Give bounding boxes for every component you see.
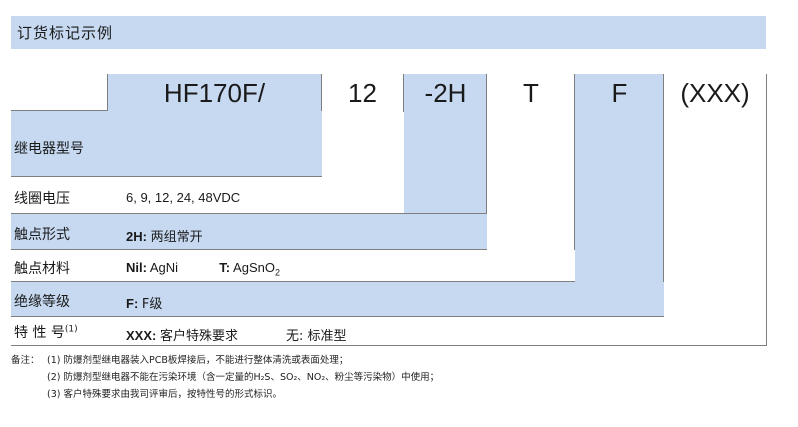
code-material: T [523, 77, 539, 108]
block-insulation [575, 74, 664, 317]
label-coil-voltage: 线圈电压 [14, 191, 70, 207]
section-title: 订货标记示例 [17, 24, 114, 42]
label-special: 特 性 号(1) [14, 322, 78, 342]
value-special: XXX: 客户特殊要求 [126, 325, 238, 344]
row-coil-voltage-band [11, 177, 404, 214]
value-insulation: F: F级 [126, 293, 162, 312]
special-alt: 无: 标准型 [286, 329, 347, 344]
label-insulation: 绝缘等级 [14, 294, 70, 310]
top-left-rule [11, 110, 107, 111]
row-relay-type-band [11, 111, 322, 177]
note-1: (1) 防爆剂型继电器装入PCB板焊接后，不能进行整体清洗或表面处理； [47, 355, 349, 366]
code-contact: -2H [424, 77, 467, 108]
insulation-desc: F级 [141, 297, 163, 312]
special-key: XXX: [126, 328, 157, 343]
code-voltage: 12 [322, 74, 404, 112]
insulation-key: F: [126, 296, 139, 311]
contact-form-desc: 两组常开 [150, 230, 203, 245]
row-insulation-band [11, 282, 664, 317]
label-contact-form: 触点形式 [14, 227, 70, 243]
row-contact-material-band [11, 250, 575, 282]
material-opt1-val: AgNi [149, 260, 179, 275]
code-special: (XXX) [680, 77, 750, 108]
value-contact-material: Nil: AgNi T: AgSnO2 [126, 260, 280, 278]
label-relay-type: 继电器型号 [14, 141, 84, 157]
note-2: (2) 防爆剂型继电器不能在污染环境（含一定量的H₂S、SO₂、NO₂、粉尘等污… [47, 372, 440, 383]
section-header: 订货标记示例 [11, 16, 766, 49]
frame-right [766, 74, 767, 346]
note-3: (3) 客户特殊要求由我司评审后，按特性号的形式标识。 [47, 389, 282, 400]
value-contact-form: 2H: 两组常开 [126, 226, 203, 245]
notes-prefix: 备注： [11, 355, 40, 366]
material-opt2-sub: 2 [274, 267, 280, 278]
label-contact-material: 触点材料 [14, 261, 70, 277]
block-contact-material [487, 74, 575, 282]
row-contact-form-band [11, 214, 487, 250]
block-contact-form [404, 74, 487, 214]
material-opt2-val: AgSnO [233, 260, 275, 275]
frame-bottom [11, 345, 767, 346]
material-opt1-key: Nil: [126, 260, 147, 275]
value-coil-voltage: 6, 9, 12, 24, 48VDC [126, 190, 241, 205]
code-model: HF170F/ [163, 77, 266, 108]
label-special-text: 特 性 号 [14, 325, 65, 341]
special-note-ref: (1) [64, 324, 78, 335]
contact-form-key: 2H: [126, 229, 147, 244]
material-opt2-key: T: [219, 260, 231, 275]
special-desc: 客户特殊要求 [159, 329, 238, 344]
code-insulation: F [611, 77, 628, 108]
